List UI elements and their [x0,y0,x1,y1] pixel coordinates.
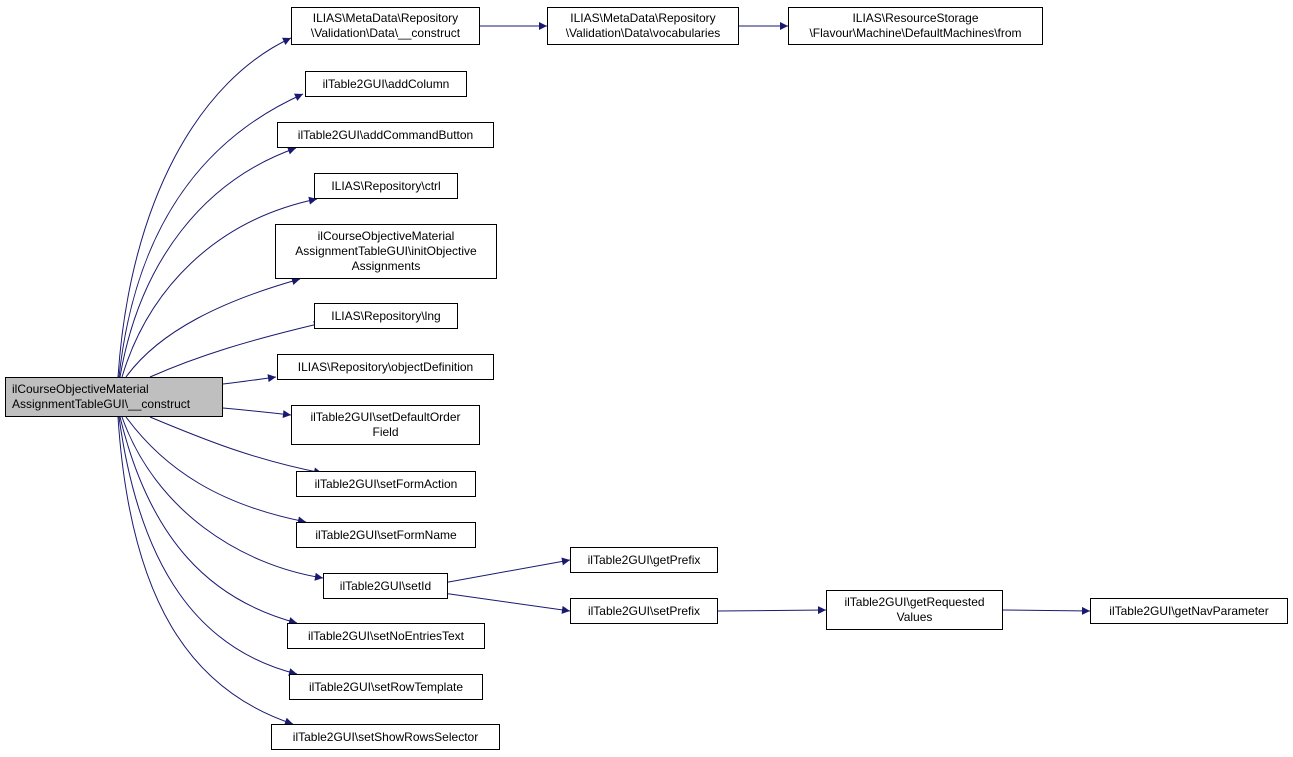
node-addcommandbutton[interactable]: ilTable2GUI\addCommandButton [277,122,494,148]
root-node: ilCourseObjectiveMaterial AssignmentTabl… [5,377,223,417]
node-addcolumn[interactable]: ilTable2GUI\addColumn [305,71,467,97]
node-setformaction[interactable]: ilTable2GUI\setFormAction [296,471,476,497]
edge-n16-n17 [1002,606,1091,615]
node-label: ilTable2GUI\setFormName [315,527,457,542]
node-label: ILIAS\MetaData\Repository \Validation\Da… [565,11,721,40]
node-from[interactable]: ILIAS\ResourceStorage \Flavour\Machine\D… [788,7,1043,45]
node-setdefaultorder-field[interactable]: ilTable2GUI\setDefaultOrder Field [291,405,480,445]
node-label: ilTable2GUI\setPrefix [587,603,701,618]
node-label: ILIAS\Repository\objectDefinition [297,359,474,374]
node-label: ILIAS\Repository\ctrl [331,178,441,193]
node-objectdefinition[interactable]: ILIAS\Repository\objectDefinition [277,354,494,380]
edge-n0-n6 [121,196,318,378]
node-label: ilCourseObjectiveMaterial AssignmentTabl… [12,382,191,411]
node-setformname[interactable]: ilTable2GUI\setFormName [296,522,476,548]
edge-n0-n20 [117,416,294,726]
node-getprefix[interactable]: ilTable2GUI\getPrefix [570,547,718,573]
node-label: ilTable2GUI\setDefaultOrder Field [310,410,461,439]
node-setprefix[interactable]: ilTable2GUI\setPrefix [570,598,718,624]
node-label: ilTable2GUI\setId [339,578,432,593]
node-label: ilTable2GUI\setShowRowsSelector [292,729,479,744]
node-label: ilCourseObjectiveMaterial AssignmentTabl… [295,229,477,273]
node-setnoentriestext[interactable]: ilTable2GUI\setNoEntriesText [287,623,485,649]
node-label: ilTable2GUI\setFormAction [314,476,458,491]
node-label: ilTable2GUI\setNoEntriesText [307,628,465,643]
edge-n0-n5 [119,146,297,378]
node-initobjective-assignments[interactable]: ilCourseObjectiveMaterial AssignmentTabl… [275,224,497,279]
edge-n13-n15 [447,593,571,614]
edge-n0-n19 [118,416,298,676]
node-label: ilTable2GUI\getPrefix [587,552,701,567]
edge-n0-n12 [125,416,307,525]
node-ctrl[interactable]: ILIAS\Repository\ctrl [314,173,458,199]
node-label: ILIAS\Repository\lng [331,308,441,323]
node-lng[interactable]: ILIAS\Repository\lng [314,303,458,329]
edge-n0-n4 [118,93,304,378]
edge-n13-n14 [447,557,571,583]
edge-n0-n18 [119,416,298,625]
node-label: ilTable2GUI\getRequested Values [844,595,985,624]
node-setshowrowsselector[interactable]: ilTable2GUI\setShowRowsSelector [271,724,500,750]
node-setrowtemplate[interactable]: ilTable2GUI\setRowTemplate [289,674,483,700]
edge-n0-n9 [222,374,277,385]
node-setid[interactable]: ilTable2GUI\setId [323,573,448,599]
node-label: ilTable2GUI\addCommandButton [297,127,474,142]
node-getrequested-values[interactable]: ilTable2GUI\getRequested Values [826,590,1003,630]
edge-n0-n11 [149,416,323,476]
edge-n0-n1 [117,37,292,378]
node-label: ilTable2GUI\getNavParameter [1109,603,1269,618]
node-label: ilTable2GUI\setRowTemplate [308,679,464,694]
node-label: ilTable2GUI\addColumn [322,76,450,91]
node-getnavparameter[interactable]: ilTable2GUI\getNavParameter [1090,598,1288,624]
node-label: ILIAS\MetaData\Repository \Validation\Da… [310,11,461,40]
edge-n0-n13 [121,416,324,581]
node-vocabularies[interactable]: ILIAS\MetaData\Repository \Validation\Da… [547,7,739,45]
edge-n15-n16 [717,606,827,615]
node-construct[interactable]: ILIAS\MetaData\Repository \Validation\Da… [291,7,480,45]
edge-n0-n10 [222,407,292,419]
edge-n0-n7 [125,277,301,378]
node-label: ILIAS\ResourceStorage \Flavour\Machine\D… [809,11,1022,40]
edge-n0-n8 [149,320,323,378]
